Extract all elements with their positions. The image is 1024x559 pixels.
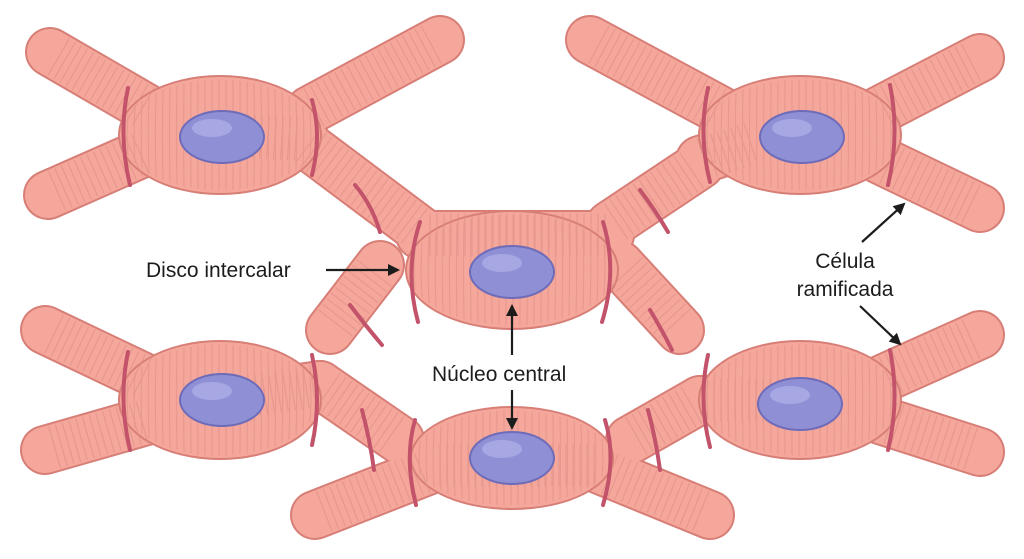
annotation-arrows	[326, 202, 906, 430]
nucleus	[179, 373, 265, 427]
arrow-branched-cell-upper	[861, 202, 906, 243]
intercalated-discs	[121, 83, 897, 507]
striations	[44, 25, 982, 532]
branched-cell-label-line1: Célula	[815, 250, 875, 273]
nucleus	[179, 110, 265, 164]
nucleus	[757, 377, 843, 431]
branched-cell-label-line2: ramificada	[796, 278, 894, 301]
branched-cell-label: Célula ramificada	[760, 248, 930, 304]
nuclei-group	[179, 110, 845, 485]
cardiomyocyte-network	[20, 15, 1005, 540]
arrow-branched-cell-lower	[859, 305, 902, 346]
intercalated-disc-label: Disco intercalar	[146, 259, 291, 282]
nucleus	[469, 431, 555, 485]
nucleus	[469, 245, 555, 299]
nucleus	[759, 110, 845, 164]
central-nucleus-label: Núcleo central	[432, 363, 567, 386]
